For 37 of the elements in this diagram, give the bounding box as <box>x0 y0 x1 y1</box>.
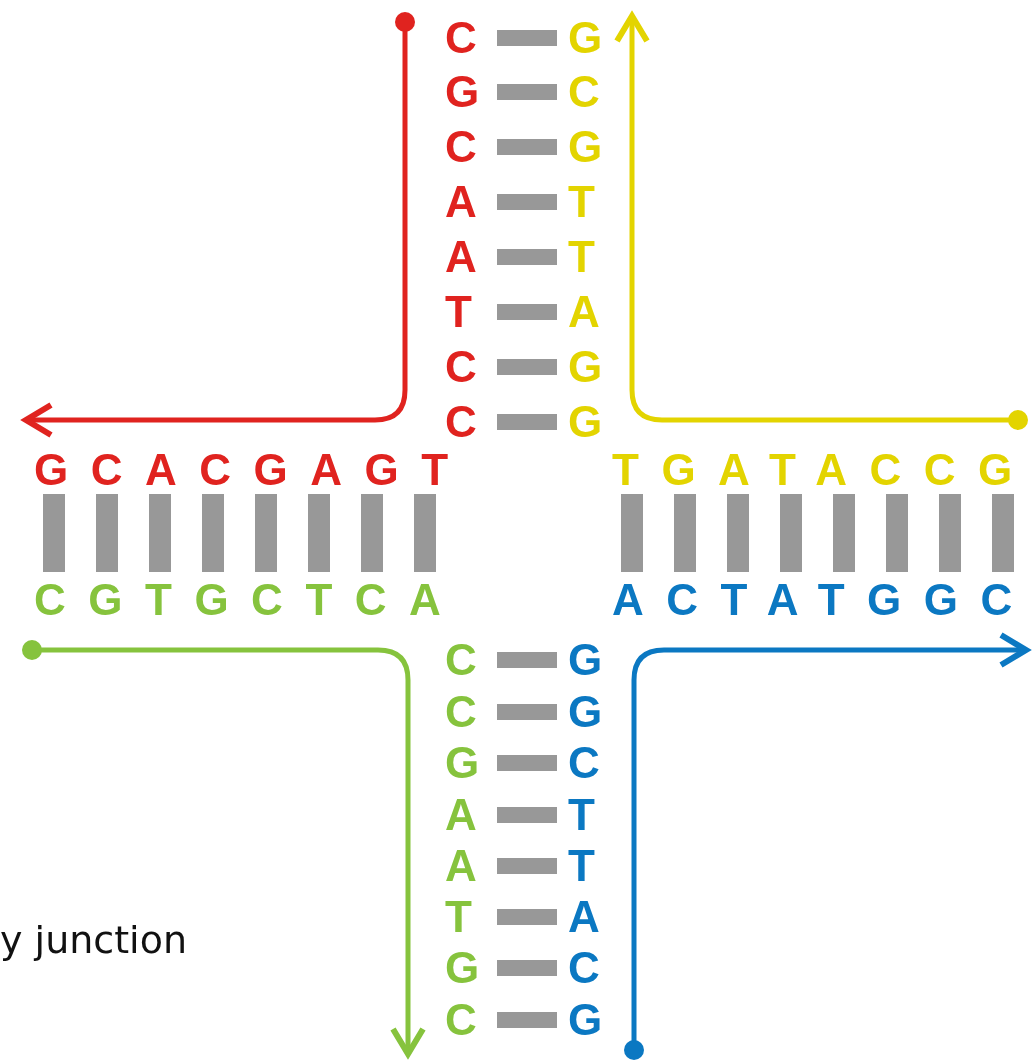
base-letter: C <box>568 946 600 990</box>
base-letter: C <box>445 400 477 444</box>
sequence-text: GCACGAGT <box>34 448 471 492</box>
base-letter: G <box>568 998 603 1042</box>
base-letter: C <box>445 125 477 169</box>
base-letter: A <box>568 290 600 334</box>
base-letter: C <box>568 70 600 114</box>
base-letter: C <box>568 741 600 785</box>
base-letter: G <box>568 400 603 444</box>
base-letter: A <box>568 895 600 939</box>
sequence-text: CGTGCTCA <box>34 578 464 622</box>
base-letter: G <box>445 70 480 114</box>
caption-text: y junction <box>0 918 187 962</box>
base-letter: C <box>445 690 477 734</box>
base-letter: T <box>568 793 595 837</box>
base-letter: A <box>445 180 477 224</box>
base-letter: T <box>568 844 595 888</box>
base-letter: A <box>445 235 477 279</box>
sequence-text: TGATACCG <box>612 448 1035 492</box>
base-letter: T <box>445 290 472 334</box>
base-letter: G <box>445 946 480 990</box>
base-letter: G <box>568 16 603 60</box>
base-letter: C <box>445 16 477 60</box>
base-letter: C <box>445 998 477 1042</box>
sequence-text: ACTATGGC <box>612 578 1035 622</box>
base-letter: G <box>568 690 603 734</box>
base-letter: G <box>568 125 603 169</box>
base-letter: G <box>568 345 603 389</box>
base-letter: T <box>568 235 595 279</box>
base-letter: G <box>568 638 603 682</box>
base-letter: G <box>445 741 480 785</box>
base-letter: C <box>445 638 477 682</box>
base-letter: A <box>445 844 477 888</box>
base-letter: C <box>445 345 477 389</box>
base-letter: A <box>445 793 477 837</box>
base-letter: T <box>445 895 472 939</box>
base-letter: T <box>568 180 595 224</box>
